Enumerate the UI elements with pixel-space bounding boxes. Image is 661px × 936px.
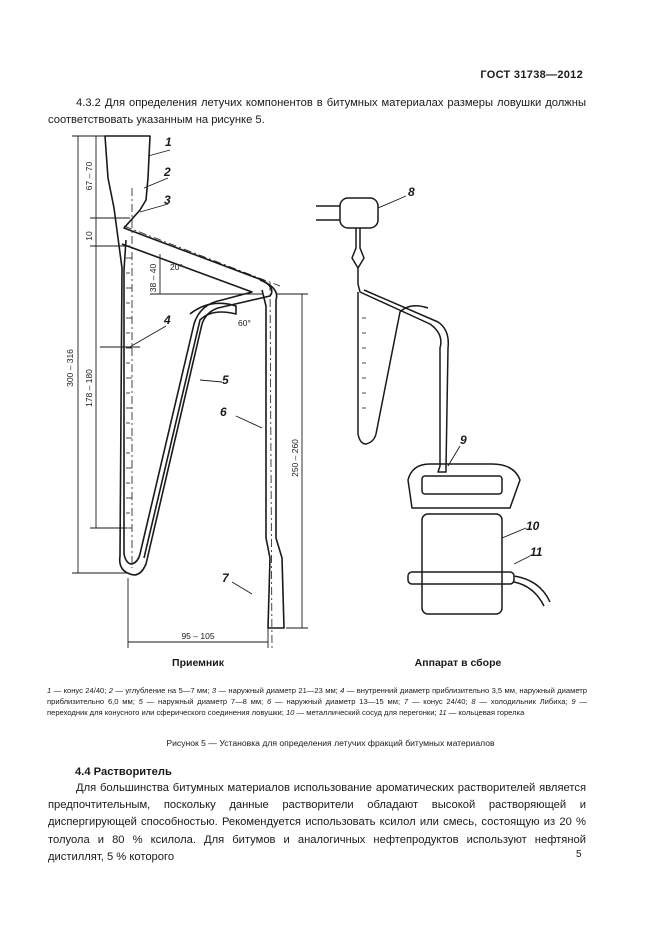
figure-legend: 1 — конус 24/40; 2 — углубление на 5—7 м… [47, 685, 587, 718]
legend-item-number: 4 [340, 686, 345, 695]
intro-paragraph: 4.3.2 Для определения летучих компоненто… [48, 97, 586, 126]
legend-item-text: — переходник для конусного или сферическ… [47, 697, 587, 717]
ring-burner [407, 571, 515, 585]
figure-caption: Рисунок 5 — Установка для определения ле… [166, 738, 495, 748]
callout-10: 10 [526, 519, 540, 533]
document-code: ГОСТ 31738—2012 [480, 69, 583, 81]
callout-9: 9 [460, 433, 467, 447]
callout-11: 11 [530, 545, 543, 559]
dim-38-40: 38 – 40 [148, 264, 158, 293]
burner-handle [407, 463, 521, 509]
trap-apparatus-figure: 300 – 316 67 – 70 10 178 – 180 38 – 40 2… [65, 135, 551, 669]
callout-8: 8 [408, 185, 415, 199]
legend-item-text: — холодильник Либиха; [475, 697, 572, 706]
callout-7: 7 [222, 571, 230, 585]
legend-item-number: 5 [138, 697, 143, 706]
condenser-tube [259, 279, 285, 629]
condenser-head [339, 197, 379, 229]
section-title: 4.4 Растворитель [75, 766, 172, 778]
legend-item-text: — наружный диаметр 21—23 мм; [216, 686, 341, 695]
angle-60: 60° [238, 318, 251, 328]
legend-item-text: — наружный диаметр 7—8 мм; [142, 697, 268, 706]
callout-2: 2 [163, 165, 171, 179]
angle-20: 20° [170, 262, 183, 272]
page-number: 5 [576, 849, 582, 860]
legend-item-text: — конус 24/40; [51, 686, 109, 695]
legend-item-number: 9 [571, 697, 576, 706]
callout-4: 4 [163, 313, 171, 327]
legend-item-number: 3 [211, 686, 217, 695]
legend-item-number: 1 [47, 686, 52, 695]
callout-5: 5 [222, 373, 229, 387]
legend-item-number: 2 [108, 686, 113, 695]
label-assembly: Аппарат в сборе [415, 657, 502, 669]
legend-item-text: — углубление на 5—7 мм; [113, 686, 212, 695]
callout-1: 1 [165, 135, 172, 149]
legend-item-number: 8 [471, 697, 476, 706]
body-paragraph: Для большинства битумных материалов испо… [48, 782, 586, 863]
legend-item-text: — внутренний диаметр приблизительно 3,5 … [47, 686, 588, 706]
callout-3: 3 [164, 193, 171, 207]
legend-item-text: — металлический сосуд для перегонки; [294, 708, 439, 717]
legend-item-number: 7 [403, 697, 409, 706]
legend-item-number: 6 [267, 697, 272, 706]
receiver-outline [104, 135, 273, 576]
dim-67-70: 67 – 70 [84, 162, 94, 191]
label-receiver: Приемник [172, 657, 225, 669]
dim-95-105: 95 – 105 [181, 631, 214, 641]
legend-item-number: 10 [285, 708, 295, 717]
dim-300-316: 300 – 316 [65, 349, 75, 387]
legend-item-text: — конус 24/40; [408, 697, 472, 706]
dim-250-260: 250 – 260 [290, 439, 300, 477]
legend-item-text: — наружный диаметр 13—15 мм; [271, 697, 404, 706]
dim-178-180: 178 – 180 [84, 369, 94, 407]
receiver-inner [121, 239, 253, 565]
dim-10: 10 [84, 231, 94, 241]
callout-6: 6 [220, 405, 227, 419]
legend-item-number: 11 [438, 708, 447, 717]
legend-item-text: — кольцевая горелка [446, 708, 525, 717]
distillation-vessel [421, 513, 503, 615]
